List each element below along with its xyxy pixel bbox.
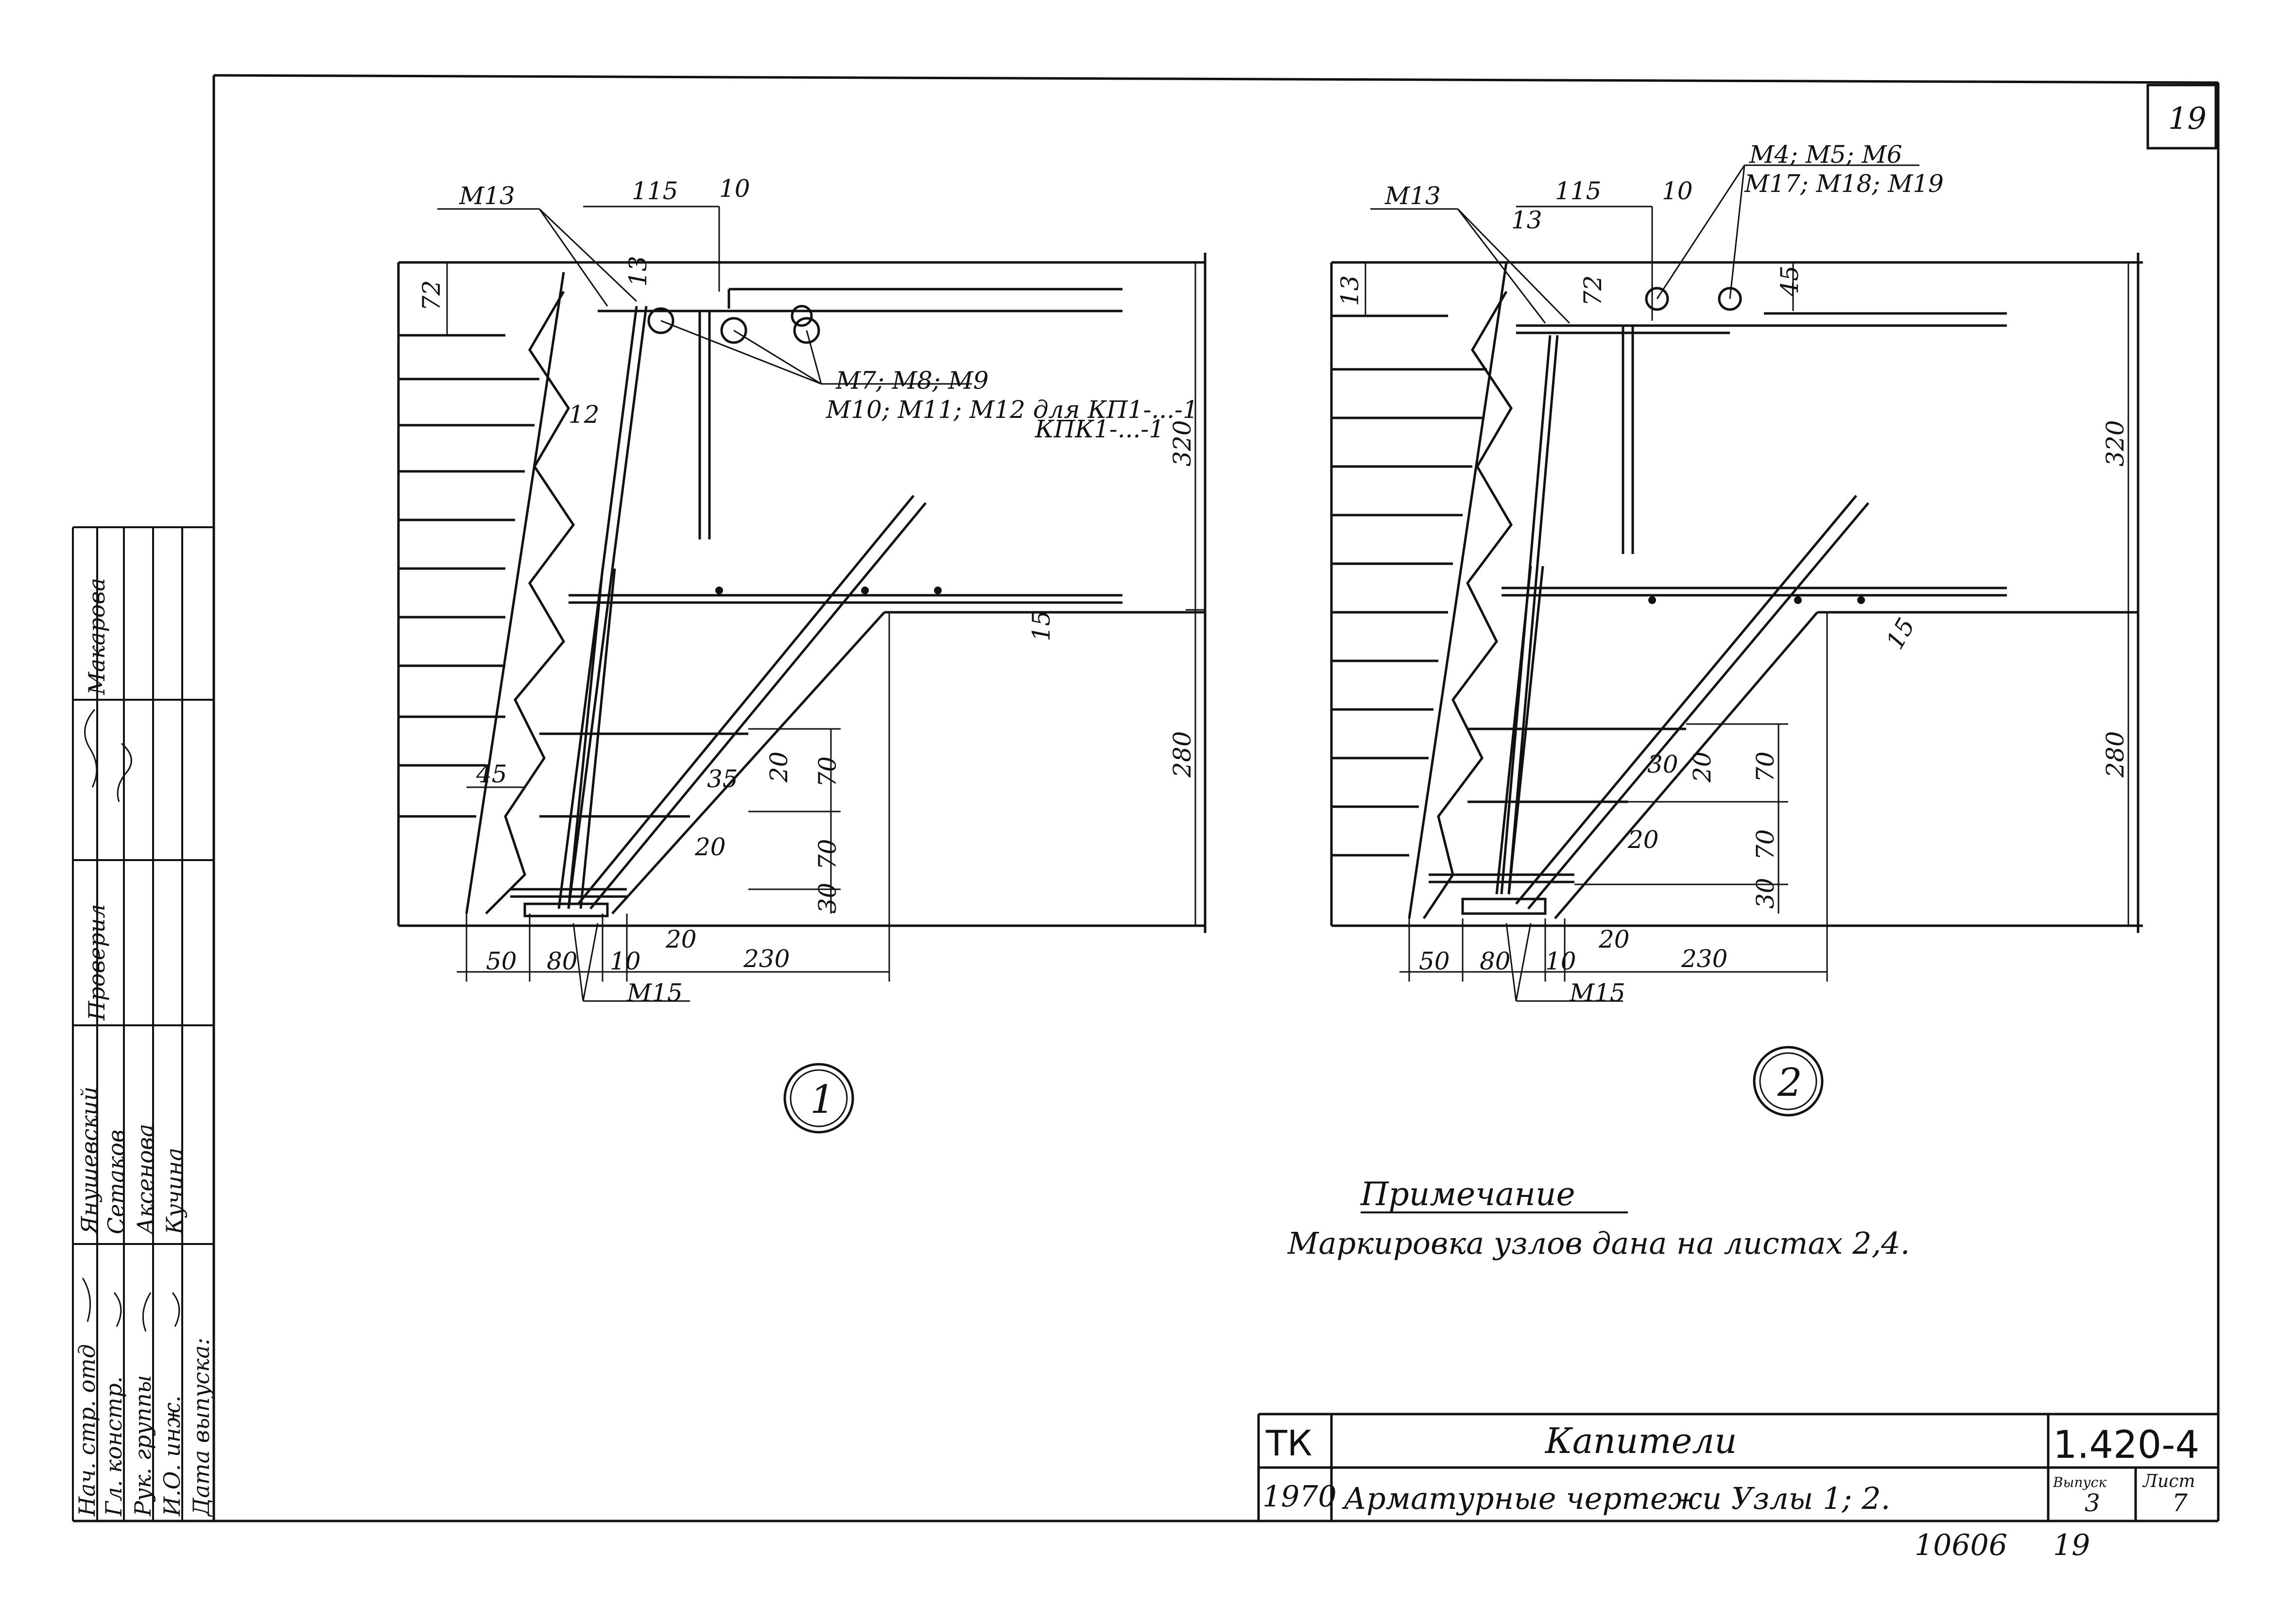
node2-bottom-dim-80: 80 <box>1480 947 1511 975</box>
node2-dim-20b: 20 <box>1627 826 1659 854</box>
title-org: ТК <box>1265 1423 1312 1464</box>
node1-number: 1 <box>810 1077 835 1122</box>
node1-dim-280: 280 <box>1168 731 1196 778</box>
node2-dim-20c: 20 <box>1598 925 1630 953</box>
page-number: 19 <box>2168 101 2207 136</box>
node1-dim-12: 12 <box>569 400 600 429</box>
title-series: 1.420-4 <box>2053 1423 2199 1467</box>
title-block-texts: ТК 1970 Капители Арматурные чертежи Узлы… <box>1262 1420 2199 1562</box>
signature-name-3: Кучина <box>161 1148 188 1235</box>
node1-dim-115: 115 <box>632 177 678 205</box>
title-block <box>1257 1413 2218 1521</box>
node1-mark-top: М13 <box>459 182 515 210</box>
node1-bottom-dim-230: 230 <box>743 945 790 973</box>
node2-dim-15: 15 <box>1881 613 1920 654</box>
node2-dim-10: 10 <box>1662 177 1693 205</box>
note-title: Примечание <box>1360 1175 1575 1213</box>
node2-bottom-dim-10: 10 <box>1545 947 1576 975</box>
node2-dim-115: 115 <box>1555 177 1601 205</box>
node1-dim-70b: 70 <box>813 839 842 870</box>
node2-mark-top: М13 <box>1384 182 1441 210</box>
node1-dim-35: 35 <box>707 765 738 793</box>
signature-name-0: Янушевский <box>76 1087 103 1235</box>
node1-dim-70a: 70 <box>813 756 842 787</box>
title-issue-value: 3 <box>2085 1489 2100 1517</box>
node1-dim-15: 15 <box>1027 610 1055 641</box>
signature-col-header-checked: Проверил <box>84 904 110 1021</box>
node1-bottom-dim-10: 10 <box>610 947 641 975</box>
node1-dim-72: 72 <box>417 280 446 311</box>
node2-dim-13a: 13 <box>1511 206 1542 234</box>
title-year: 1970 <box>1262 1480 1337 1514</box>
node2-dim-72: 72 <box>1579 275 1607 306</box>
node2-number: 2 <box>1777 1060 1802 1105</box>
node1-rebar-label-3: КПК1-...-1 <box>1035 415 1164 443</box>
node1-dim-45: 45 <box>476 760 507 788</box>
title-main: Капители <box>1544 1420 1737 1461</box>
node-2-drawing: М13 М4; М5; М6 М17; М18; М19 115 10 13 1… <box>1330 140 2143 1117</box>
signature-strip <box>72 526 214 1521</box>
signature-position-3: И.О. инж. <box>159 1395 185 1517</box>
node1-dim-30: 30 <box>813 882 842 914</box>
node2-dim-320: 320 <box>2101 420 2129 467</box>
title-issue-label: Выпуск <box>2053 1474 2106 1490</box>
note-block: Примечание Маркировка узлов дана на лист… <box>1287 1175 1910 1261</box>
title-sub: Арматурные чертежи Узлы 1; 2. <box>1342 1481 1890 1516</box>
node2-dim-70a: 70 <box>1751 751 1779 782</box>
note-text: Маркировка узлов дана на листах 2,4. <box>1287 1226 1910 1261</box>
signature-name-1: Сетаков <box>103 1130 129 1234</box>
signature-position-0: Нач. стр. отд <box>74 1344 100 1517</box>
node2-dim-20a: 20 <box>1688 751 1716 783</box>
node2-rebar-label-1: М4; М5; М6 <box>1749 140 1902 169</box>
node2-bottom-dim-50: 50 <box>1419 947 1450 975</box>
signature-texts: Проверил Макарова Янушевский Сетаков Акс… <box>74 578 214 1517</box>
node1-dim-20c: 20 <box>665 925 697 953</box>
node1-mark-bottom: М15 <box>626 979 683 1007</box>
node1-bottom-dim-80: 80 <box>547 947 578 975</box>
node2-bottom-dim-230: 230 <box>1681 945 1727 973</box>
signature-col-header-makarova: Макарова <box>84 578 110 695</box>
node2-rebar-label-2: М17; М18; М19 <box>1744 170 1944 198</box>
title-sheet-value: 7 <box>2172 1489 2188 1517</box>
sheet-frame <box>73 74 2220 1522</box>
node1-dim-20a: 20 <box>765 751 793 783</box>
node1-number-marker: 1 <box>783 1063 854 1134</box>
node1-dim-13: 13 <box>624 256 652 287</box>
node2-dim-30: 30 <box>1647 750 1678 778</box>
node2-mark-bottom: М15 <box>1569 979 1625 1007</box>
signature-position-2: Рук. группы <box>130 1375 156 1517</box>
signature-position-1: Гл. констр. <box>101 1376 127 1517</box>
node2-dim-70b: 70 <box>1751 829 1779 860</box>
node2-dim-280: 280 <box>2101 731 2129 778</box>
node2-dim-45: 45 <box>1776 265 1804 297</box>
title-sheet-label: Лист <box>2142 1471 2195 1491</box>
node1-dim-20b: 20 <box>694 833 726 861</box>
node2-number-marker: 2 <box>1753 1046 1824 1117</box>
signature-name-2: Аксенова <box>132 1124 158 1236</box>
node1-dim-10: 10 <box>719 174 750 203</box>
node1-rebar-label-2: М10; М11; М12 для КП1-...-1 <box>826 396 1198 424</box>
signature-scribbles <box>82 709 180 1332</box>
node-1-drawing: М13 115 10 72 13 12 М7; М8; М9 М10; М11;… <box>397 174 1207 1134</box>
release-date-label: Дата выпуска: <box>188 1338 214 1517</box>
bottom-page-number: 19 <box>2053 1528 2090 1562</box>
node1-rebar-label-1: М7; М8; М9 <box>835 366 989 395</box>
node2-dim-30b: 30 <box>1751 878 1779 909</box>
inventory-number: 10606 <box>1915 1528 2007 1562</box>
node1-dim-320: 320 <box>1168 420 1196 467</box>
node2-dim-13b: 13 <box>1336 275 1364 306</box>
node1-bottom-dim-50: 50 <box>486 947 517 975</box>
